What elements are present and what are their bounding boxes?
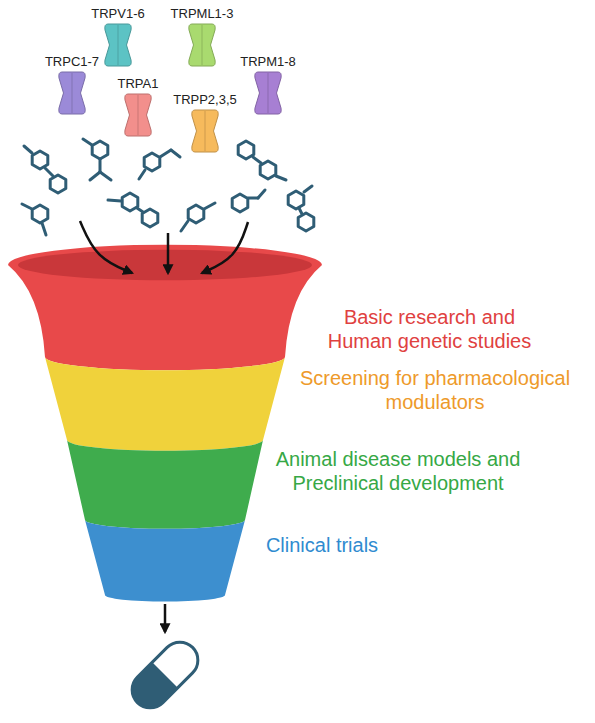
channel-label: TRPA1 [116,76,161,91]
funnel-band: Screening for pharmacological modulators [0,333,595,454]
channel-label: TRPV1-6 [89,6,146,21]
molecule [181,203,215,231]
channel-icon [123,93,153,137]
funnel-opening [18,250,312,281]
channel-label: TRPM1-8 [238,54,298,69]
band-shape [0,333,595,454]
funnel-band: Animal disease models and Preclinical de… [0,416,595,532]
ion-channel: TRPML1-3 [169,6,236,67]
molecule [232,190,265,212]
stage-label: Screening for pharmacological modulators [290,366,580,414]
molecule [288,186,314,231]
ion-channel: TRPM1-8 [238,54,298,115]
stage-label: Clinical trials [232,533,412,557]
channel-icon [190,109,220,153]
input-arrow [167,233,170,273]
molecule [24,146,66,193]
channel-icon [253,71,283,115]
molecule [83,139,111,180]
stage-label: Animal disease models and Preclinical de… [268,447,528,495]
molecule [22,204,48,235]
funnel-band: Clinical trials [0,496,595,605]
molecule [238,141,286,180]
molecule [108,193,158,227]
funnel-band: Basic research and Human genetic studies [0,205,595,373]
channel-label: TRPP2,3,5 [171,92,239,107]
ion-channel: TRPA1 [116,76,161,137]
molecules [22,139,314,235]
ion-channel: TRPP2,3,5 [171,92,239,153]
channel-label: TRPML1-3 [169,6,236,21]
output-arrow [164,604,167,632]
input-arrow [80,221,132,273]
channel-icon [57,71,87,115]
ion-channel: TRPC1-7 [43,54,101,115]
molecule [139,150,180,179]
input-arrow [202,222,248,273]
channel-icon [187,23,217,67]
channel-icon [103,23,133,67]
stage-label: Basic research and Human genetic studies [322,305,537,353]
channel-label: TRPC1-7 [43,54,101,69]
pill-icon [125,635,206,716]
